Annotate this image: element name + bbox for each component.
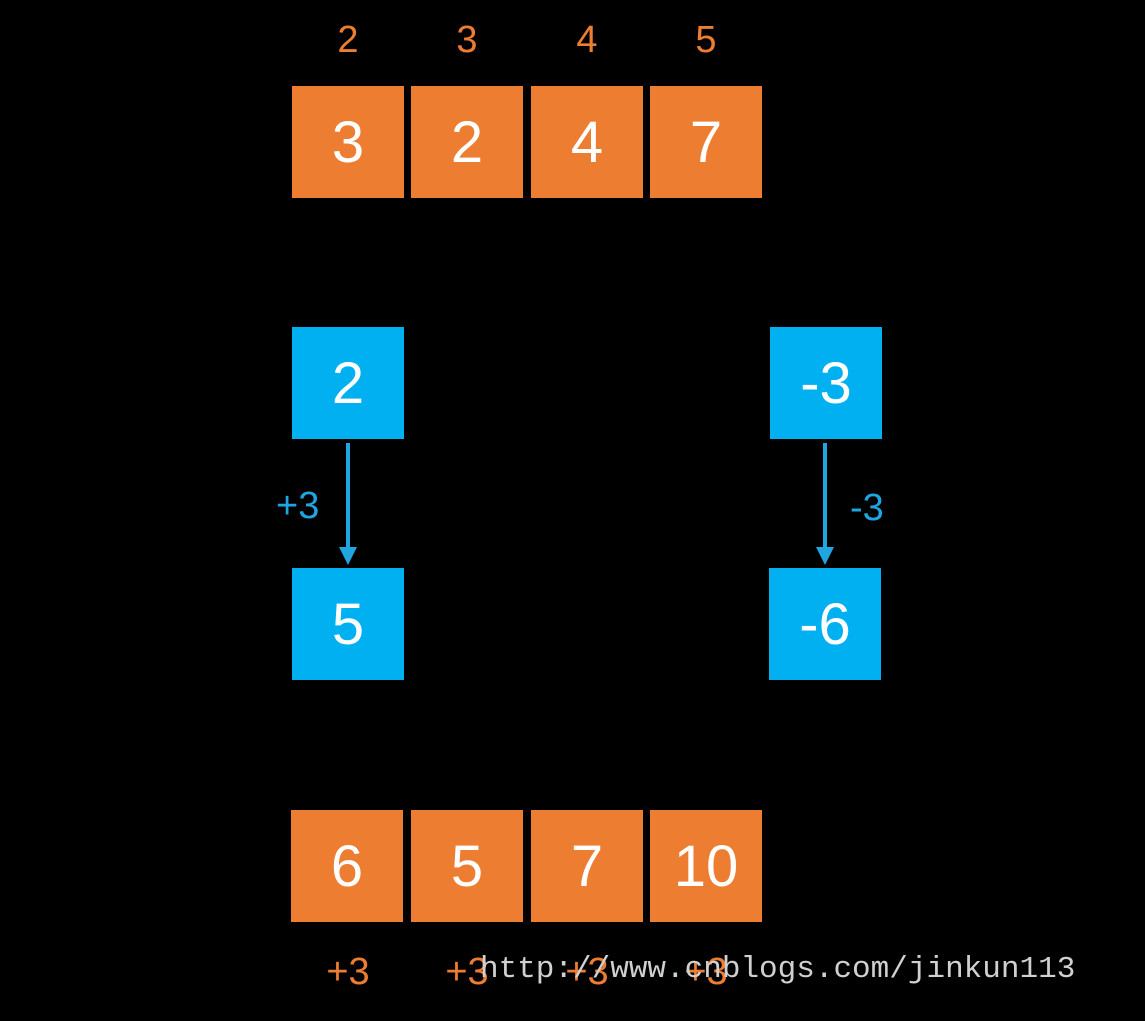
index-label-4: 4 xyxy=(576,19,598,61)
original-array-cell: 2 xyxy=(411,86,523,198)
index-label-3: 3 xyxy=(456,19,478,61)
result-array-cell: 7 xyxy=(531,810,643,922)
delta-label: +3 xyxy=(326,951,370,993)
result-array-cell: 6 xyxy=(291,810,403,922)
right-down-arrow-icon xyxy=(816,443,834,565)
watermark-url: http://www.cnblogs.com/jinkun113 xyxy=(480,952,1076,987)
result-array-cell: 5 xyxy=(411,810,523,922)
right-diff-after-box: -6 xyxy=(769,568,881,680)
delta-label: +3 xyxy=(445,951,489,993)
delta-label: +3 xyxy=(565,951,609,993)
original-array-cell: 4 xyxy=(531,86,643,198)
result-array-cell: 10 xyxy=(650,810,762,922)
index-label-2: 2 xyxy=(337,19,359,61)
right-diff-before-box: -3 xyxy=(770,327,882,439)
original-array-cell: 7 xyxy=(650,86,762,198)
left-diff-after-box: 5 xyxy=(292,568,404,680)
delta-label: +3 xyxy=(684,951,728,993)
left-down-arrow-icon xyxy=(339,443,357,565)
index-label-5: 5 xyxy=(695,19,717,61)
left-diff-before-box: 2 xyxy=(292,327,404,439)
left-operation-label: +3 xyxy=(276,485,320,527)
original-array-cell: 3 xyxy=(292,86,404,198)
right-operation-label: -3 xyxy=(850,487,884,529)
